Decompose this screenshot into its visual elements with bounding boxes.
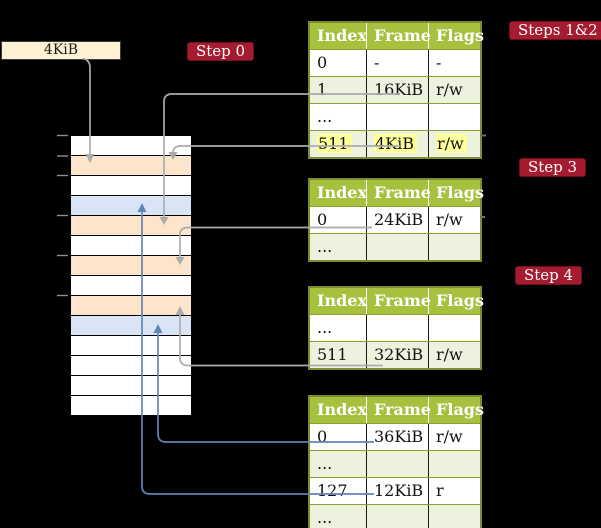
page-table-step3: Index Frame Flags 0 24KiB r/w ...: [308, 178, 484, 262]
col-header-index: Index: [317, 400, 368, 419]
memory-row-white: [71, 276, 191, 296]
memory-row-white: [71, 176, 191, 196]
memory-row-blue: [71, 316, 191, 336]
table-row: ...: [310, 103, 480, 130]
page-table-steps12: Index Frame Flags 0 - - 1 16KiB r/w ... …: [308, 21, 484, 159]
col-header-index: Index: [317, 183, 368, 202]
label-step-0: Step 0: [187, 42, 255, 61]
cell-flags: r/w: [436, 345, 463, 364]
cell-index: 0: [317, 427, 328, 446]
frame-size-box: 4KiB: [1, 41, 121, 60]
cell-frame: 12KiB: [374, 481, 424, 500]
table-row: ...: [310, 450, 480, 477]
table-header-row: Index Frame Flags: [310, 180, 484, 206]
cell-index: 1: [317, 80, 328, 99]
memory-row-peach: [71, 156, 191, 176]
cell-flags: r/w: [436, 427, 463, 446]
label-steps-1-2: Steps 1&2: [509, 21, 601, 40]
memory-row-white: [71, 136, 191, 156]
col-header-flags: Flags: [428, 180, 484, 206]
cell-index: ...: [317, 508, 333, 527]
cell-flags: r/w: [436, 80, 463, 99]
cell-flags: r/w: [436, 134, 467, 153]
col-header-index: Index: [317, 26, 368, 45]
memory-row-peach: [71, 296, 191, 316]
cell-index: ...: [317, 318, 333, 337]
cell-flags: r: [436, 481, 444, 500]
table-row: 0 36KiB r/w: [310, 423, 480, 450]
memory-row-white: [71, 356, 191, 376]
col-header-frame: Frame: [366, 397, 431, 423]
table-header-row: Index Frame Flags: [310, 397, 484, 423]
cell-flags: r/w: [436, 210, 463, 229]
cell-index: 0: [317, 210, 328, 229]
table-row: 127 12KiB r: [310, 477, 480, 504]
cell-frame: 36KiB: [374, 427, 424, 446]
label-step-4: Step 4: [515, 266, 583, 285]
memory-row-peach: [71, 256, 191, 276]
memory-row-white: [71, 396, 191, 415]
table-header-row: Index Frame Flags: [310, 288, 484, 314]
memory-row-peach: [71, 216, 191, 236]
col-header-frame: Frame: [366, 23, 431, 49]
table-row: ...: [310, 233, 480, 260]
memory-row-blue: [71, 196, 191, 216]
frame-size-label: 4KiB: [43, 42, 79, 58]
table-header-row: Index Frame Flags: [310, 23, 484, 49]
memory-row-white: [71, 236, 191, 256]
col-header-flags: Flags: [428, 23, 484, 49]
cell-index: ...: [317, 454, 333, 473]
cell-index: 511: [317, 345, 348, 364]
table-row-highlighted: 511 4KiB r/w: [310, 130, 480, 157]
col-header-flags: Flags: [428, 288, 484, 314]
memory-row-white: [71, 336, 191, 356]
col-header-flags: Flags: [428, 397, 484, 423]
label-step-3: Step 3: [519, 158, 587, 177]
cell-frame: -: [374, 53, 380, 72]
cell-frame: 24KiB: [374, 210, 424, 229]
page-table-final: Index Frame Flags 0 36KiB r/w ... 127 12…: [308, 395, 484, 528]
cell-frame: 32KiB: [374, 345, 424, 364]
cell-frame: 16KiB: [374, 80, 424, 99]
cell-frame: 4KiB: [374, 134, 418, 153]
table-row: 0 - -: [310, 49, 480, 76]
table-row: ...: [310, 504, 480, 528]
cell-index: ...: [317, 237, 333, 256]
memory-column: [70, 135, 192, 416]
memory-ticks: [57, 134, 68, 297]
cell-index: 127: [317, 481, 348, 500]
page-table-step4: Index Frame Flags ... 511 32KiB r/w: [308, 286, 484, 370]
table-row: 0 24KiB r/w: [310, 206, 480, 233]
col-header-frame: Frame: [366, 288, 431, 314]
table-row: 511 32KiB r/w: [310, 341, 480, 368]
cell-index: ...: [317, 107, 333, 126]
cell-flags: -: [436, 53, 442, 72]
cell-index: 511: [317, 134, 352, 153]
col-header-frame: Frame: [366, 180, 431, 206]
memory-row-white: [71, 376, 191, 396]
table-row: ...: [310, 314, 480, 341]
col-header-index: Index: [317, 291, 368, 310]
table-row: 1 16KiB r/w: [310, 76, 480, 103]
cell-index: 0: [317, 53, 328, 72]
